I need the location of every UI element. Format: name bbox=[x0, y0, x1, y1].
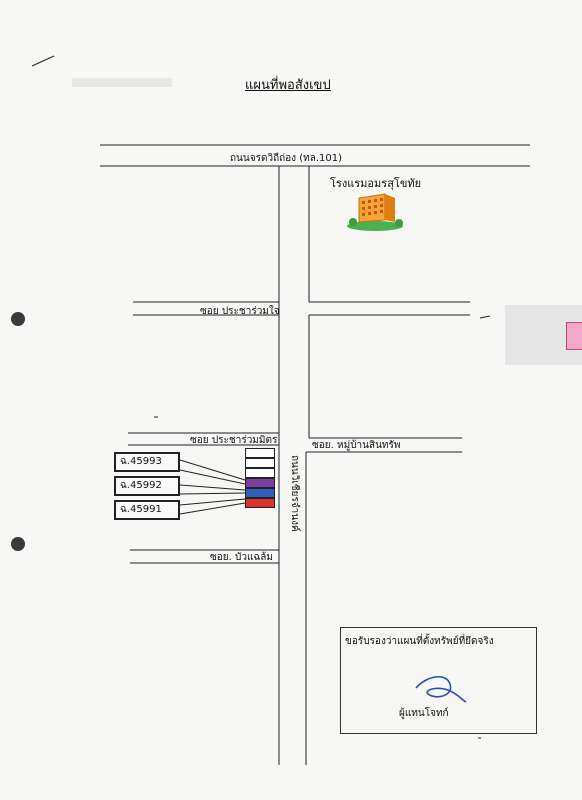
pink-tab-marker bbox=[566, 322, 582, 350]
faint-header-mark bbox=[72, 78, 172, 87]
certification-statement: ขอรับรองว่าแผนที่ตั้งทรัพย์ที่ยึดจริง bbox=[345, 636, 494, 647]
soi-pracharuammit-label: ซอย ประชาร่วมมิตร bbox=[190, 435, 278, 446]
soi-pracharuamjai-label: ซอย ประชาร่วมใจ bbox=[200, 306, 280, 317]
soi-buaklom-label: ซอย. บัวแฉล้ม bbox=[210, 552, 273, 563]
plot-45993 bbox=[245, 478, 275, 488]
certification-box: ขอรับรองว่าแผนที่ตั้งทรัพย์ที่ยึดจริง ผู… bbox=[340, 627, 537, 734]
soi-mubansinsap-label: ซอย. หมู่บ้านสินทรัพ bbox=[312, 440, 401, 451]
signer-label: ผู้แทนโจทก์ bbox=[399, 708, 449, 719]
deed-label-45991: ฉ.45991 bbox=[120, 504, 162, 515]
binder-hole-top bbox=[11, 312, 25, 326]
plot-empty-1 bbox=[245, 448, 275, 458]
deed-box-45991: ฉ.45991 bbox=[114, 500, 180, 520]
deed-label-45992: ฉ.45992 bbox=[120, 480, 162, 491]
hotel-building-icon bbox=[345, 192, 405, 232]
pointer-45991-a bbox=[179, 498, 246, 506]
signature-mark bbox=[415, 676, 467, 703]
binder-hole-bottom bbox=[11, 537, 25, 551]
deed-label-45993: ฉ.45993 bbox=[120, 456, 162, 467]
main-road-label: ถนนจรดวิถีถ่อง (ทล.101) bbox=[230, 153, 343, 164]
deed-box-45992: ฉ.45992 bbox=[114, 476, 180, 496]
pointer-45993-b bbox=[179, 469, 246, 485]
deed-box-45993: ฉ.45993 bbox=[114, 452, 180, 472]
pen-mark bbox=[31, 55, 55, 67]
map-title: แผนที่พอสังเขป bbox=[245, 78, 331, 93]
plot-empty-3 bbox=[245, 468, 275, 478]
plot-empty-2 bbox=[245, 458, 275, 468]
plot-45991 bbox=[245, 498, 275, 508]
pointer-45992-a bbox=[179, 484, 246, 491]
pointer-45992-b bbox=[179, 492, 246, 495]
plot-45992 bbox=[245, 488, 275, 498]
vertical-road-label: ถนนวิเชียรจำนงค์ bbox=[289, 455, 300, 532]
stray-mark-right bbox=[479, 315, 491, 319]
pointer-45993-a bbox=[179, 459, 246, 481]
landmark-label: โรงแรมอมรสุโขทัย bbox=[330, 177, 422, 190]
pointer-45991-b bbox=[179, 502, 246, 515]
